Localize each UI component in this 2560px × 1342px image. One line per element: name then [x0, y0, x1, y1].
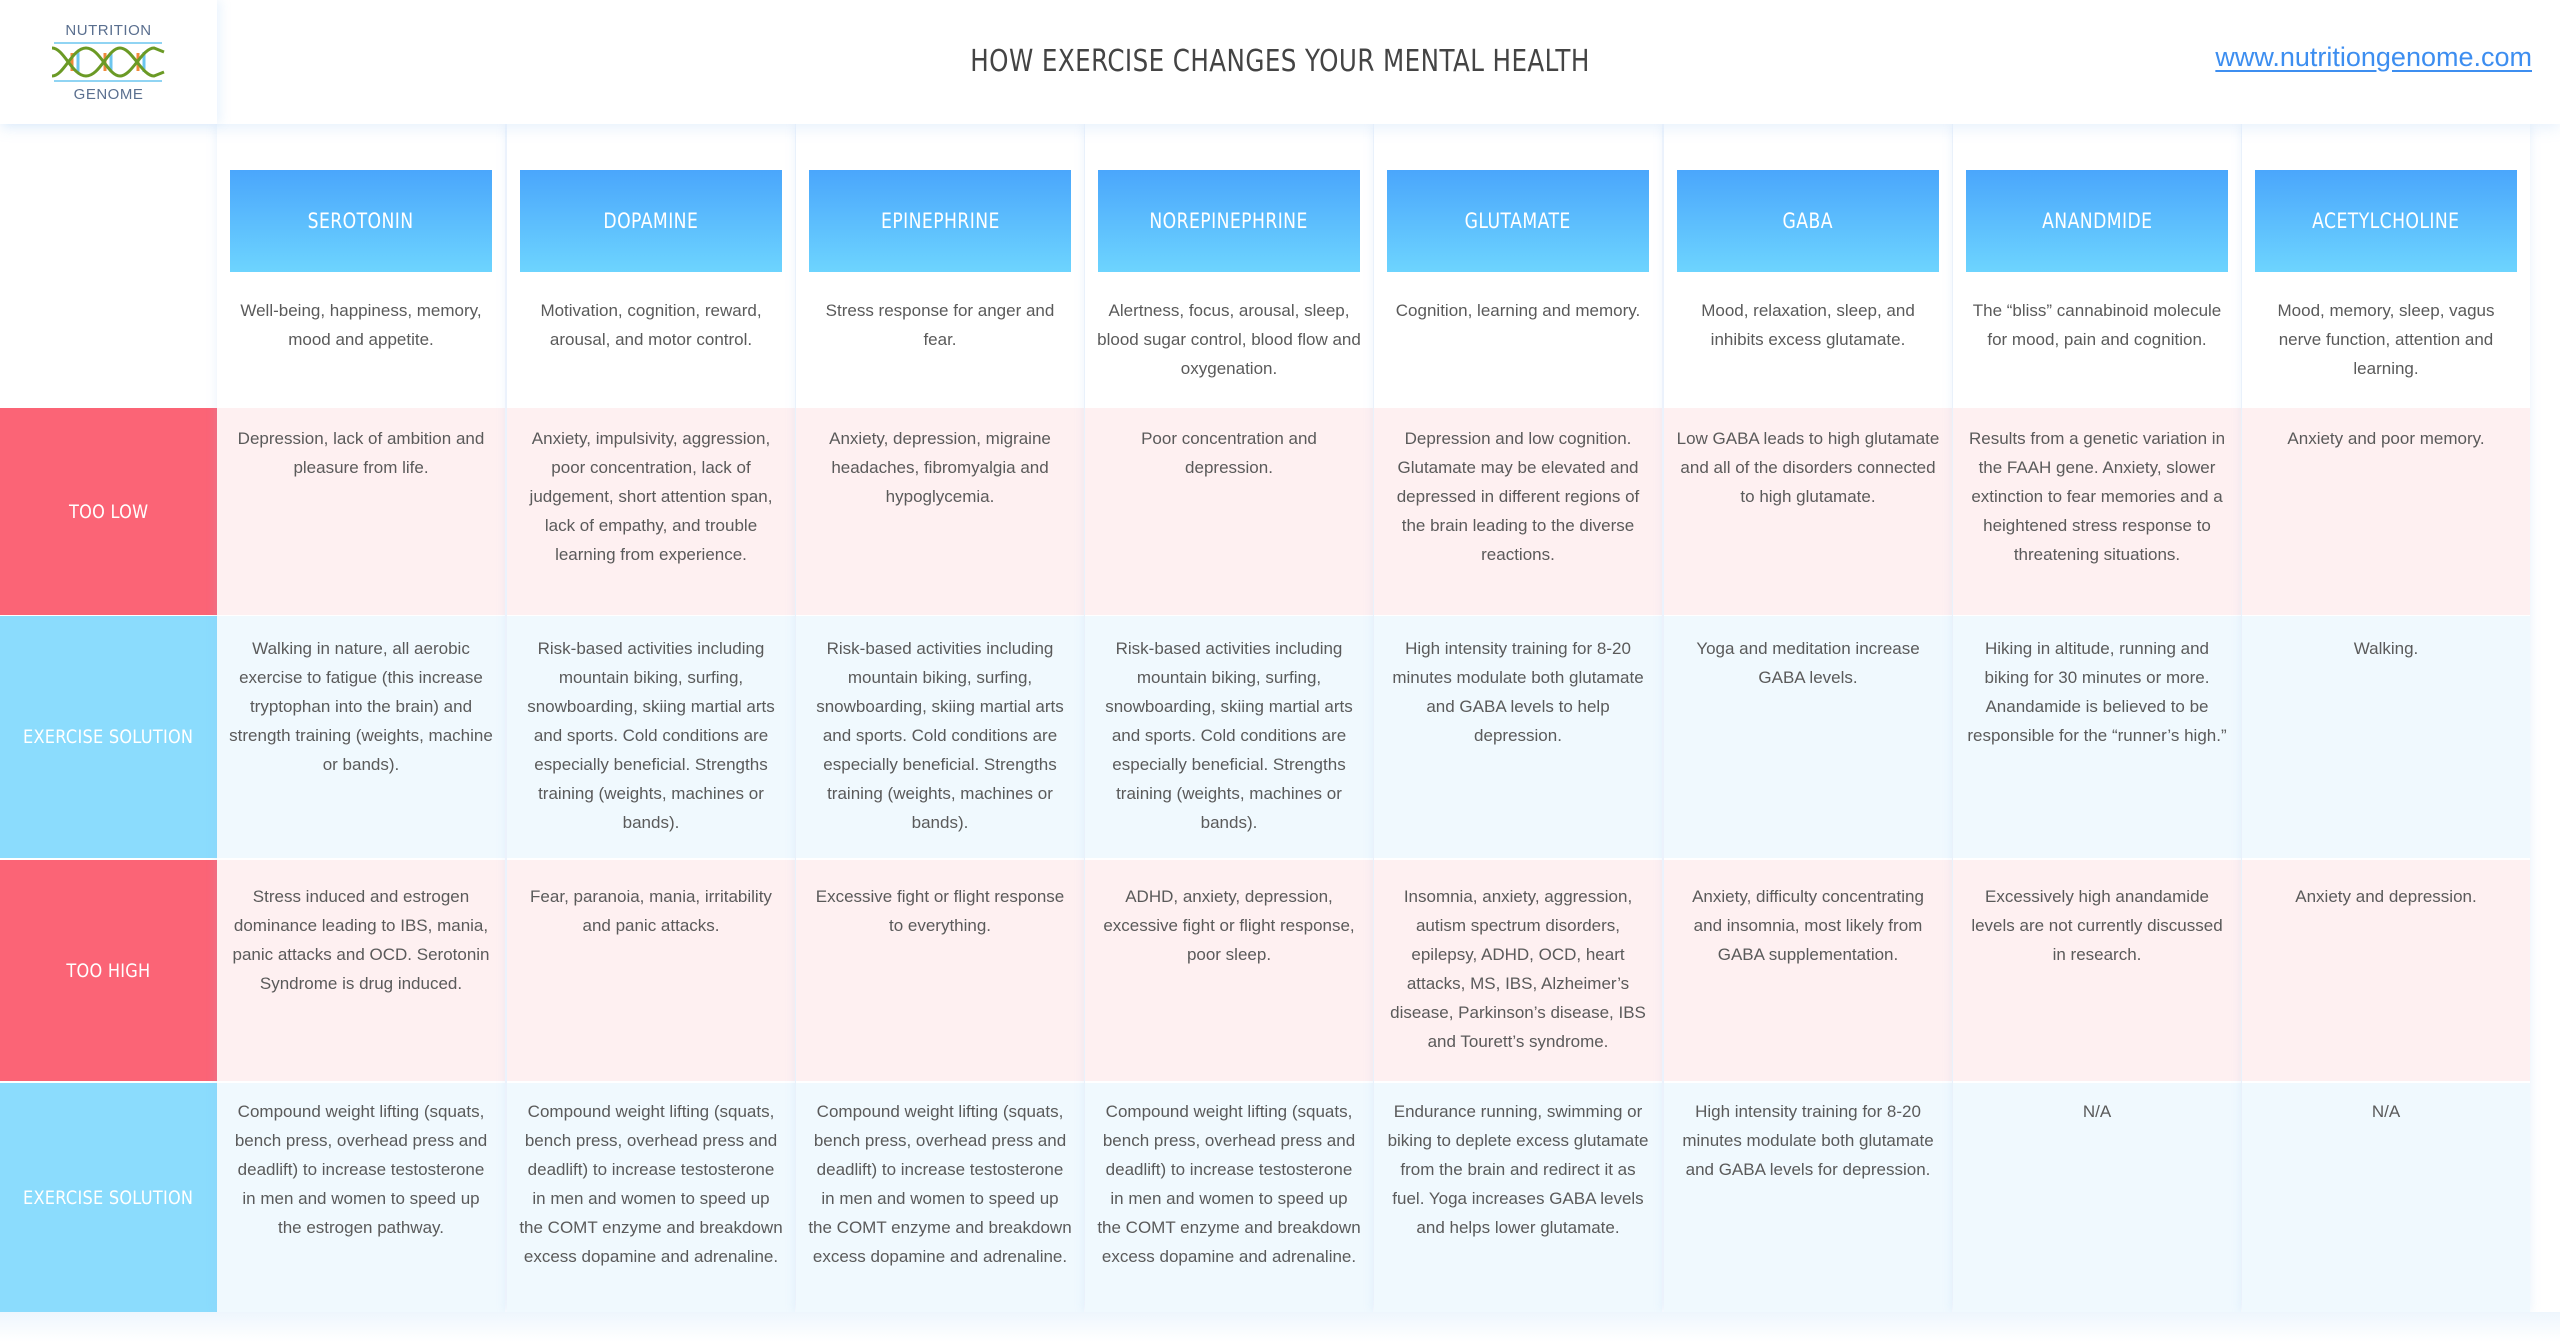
cell-high-exercise-solution: Compound weight lifting (squats, bench p… — [507, 1083, 795, 1312]
logo-bottom-text: GENOME — [73, 86, 144, 103]
cell-high-exercise-solution: Compound weight lifting (squats, bench p… — [1085, 1083, 1373, 1312]
cell-too-low: Depression, lack of ambition and pleasur… — [217, 408, 505, 615]
row-label-too-high: TOO HIGH — [0, 860, 217, 1081]
cell-low-exercise-solution: Walking in nature, all aerobic exercise … — [217, 616, 505, 858]
column-header: DOPAMINE — [520, 170, 782, 272]
cell-too-high: Anxiety and depression. — [2242, 860, 2530, 1081]
column-dopamine: DOPAMINE Motivation, cognition, reward, a… — [507, 124, 795, 1312]
cell-description: Stress response for anger and fear. — [796, 296, 1084, 408]
cell-too-high: Insomnia, anxiety, aggression, autism sp… — [1374, 860, 1662, 1081]
cell-too-high: Excessive fight or flight response to ev… — [796, 860, 1084, 1081]
cell-too-low: Poor concentration and depression. — [1085, 408, 1373, 615]
cell-low-exercise-solution: Yoga and meditation increase GABA levels… — [1664, 616, 1952, 858]
page-title: HOW EXERCISE CHANGES YOUR MENTAL HEALTH — [970, 44, 1590, 79]
column-serotonin: SEROTONIN Well-being, happiness, memory, … — [217, 124, 505, 1312]
column-header: GABA — [1677, 170, 1939, 272]
header-bar: NUTRITION GENOME HOW EXERCISE CHANGES YO… — [0, 0, 2560, 124]
cell-low-exercise-solution: Risk-based activities including mountain… — [507, 616, 795, 858]
cell-description: Well-being, happiness, memory, mood and … — [217, 296, 505, 408]
cell-description: Motivation, cognition, reward, arousal, … — [507, 296, 795, 408]
cell-too-low: Anxiety and poor memory. — [2242, 408, 2530, 615]
cell-too-high: ADHD, anxiety, depression, excessive fig… — [1085, 860, 1373, 1081]
cell-low-exercise-solution: High intensity training for 8-20 minutes… — [1374, 616, 1662, 858]
row-label-too-low: TOO LOW — [0, 408, 217, 615]
cell-high-exercise-solution: High intensity training for 8-20 minutes… — [1664, 1083, 1952, 1312]
logo-top-text: NUTRITION — [65, 22, 152, 39]
cell-too-high: Excessively high anandamide levels are n… — [1953, 860, 2241, 1081]
logo[interactable]: NUTRITION GENOME — [0, 0, 217, 124]
cell-too-low: Anxiety, depression, migraine headaches,… — [796, 408, 1084, 615]
cell-high-exercise-solution: N/A — [1953, 1083, 2241, 1312]
column-anandmide: ANANDMIDE The “bliss” cannabinoid molecul… — [1953, 124, 2241, 1312]
cell-high-exercise-solution: N/A — [2242, 1083, 2530, 1312]
column-norepinephrine: NOREPINEPHRINE Alertness, focus, arousal,… — [1085, 124, 1373, 1312]
cell-low-exercise-solution: Risk-based activities including mountain… — [1085, 616, 1373, 858]
cell-description: The “bliss” cannabinoid molecule for moo… — [1953, 296, 2241, 408]
cell-description: Cognition, learning and memory. — [1374, 296, 1662, 408]
website-link[interactable]: www.nutritiongenome.com — [2215, 42, 2532, 72]
cell-too-low: Depression and low cognition. Glutamate … — [1374, 408, 1662, 615]
cell-too-low: Anxiety, impulsivity, aggression, poor c… — [507, 408, 795, 615]
dna-helix-icon — [51, 42, 165, 82]
cell-too-high: Fear, paranoia, mania, irritability and … — [507, 860, 795, 1081]
cell-too-low: Low GABA leads to high glutamate and all… — [1664, 408, 1952, 615]
row-label-exercise-solution-high: EXERCISE SOLUTION — [0, 1083, 217, 1312]
cell-low-exercise-solution: Hiking in altitude, running and biking f… — [1953, 616, 2241, 858]
cell-too-low: Results from a genetic variation in the … — [1953, 408, 2241, 615]
cell-high-exercise-solution: Compound weight lifting (squats, bench p… — [796, 1083, 1084, 1312]
column-acetylcholine: ACETYLCHOLINE Mood, memory, sleep, vagus … — [2242, 124, 2530, 1312]
column-header: SEROTONIN — [230, 170, 492, 272]
column-header: EPINEPHRINE — [809, 170, 1071, 272]
cell-high-exercise-solution: Compound weight lifting (squats, bench p… — [217, 1083, 505, 1312]
cell-high-exercise-solution: Endurance running, swimming or biking to… — [1374, 1083, 1662, 1312]
column-header: ACETYLCHOLINE — [2255, 170, 2517, 272]
cell-too-high: Stress induced and estrogen dominance le… — [217, 860, 505, 1081]
cell-description: Mood, memory, sleep, vagus nerve functio… — [2242, 296, 2530, 408]
column-header: ANANDMIDE — [1966, 170, 2228, 272]
column-gaba: GABA Mood, relaxation, sleep, and inhibit… — [1664, 124, 1952, 1312]
column-header: NOREPINEPHRINE — [1098, 170, 1360, 272]
column-epinephrine: EPINEPHRINE Stress response for anger and… — [796, 124, 1084, 1312]
cell-low-exercise-solution: Walking. — [2242, 616, 2530, 858]
row-label-exercise-solution-low: EXERCISE SOLUTION — [0, 616, 217, 858]
column-header: GLUTAMATE — [1387, 170, 1649, 272]
column-glutamate: GLUTAMATE Cognition, learning and memory.… — [1374, 124, 1662, 1312]
cell-too-high: Anxiety, difficulty concentrating and in… — [1664, 860, 1952, 1081]
cell-low-exercise-solution: Risk-based activities including mountain… — [796, 616, 1084, 858]
bottom-shadow — [0, 1312, 2560, 1342]
cell-description: Alertness, focus, arousal, sleep, blood … — [1085, 296, 1373, 408]
cell-description: Mood, relaxation, sleep, and inhibits ex… — [1664, 296, 1952, 408]
